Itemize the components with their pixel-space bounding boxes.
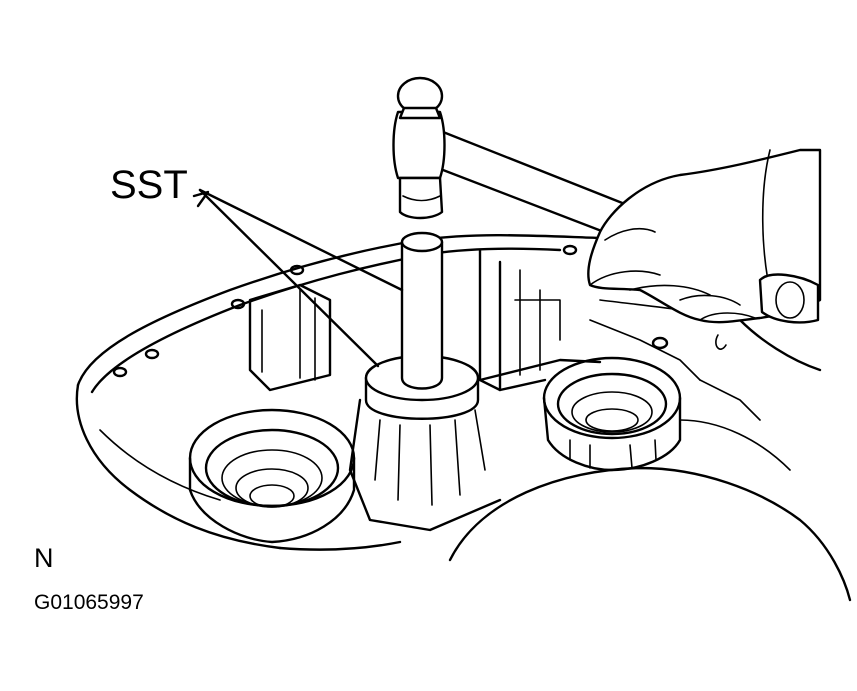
hammer-icon bbox=[392, 76, 642, 242]
case-bracket bbox=[248, 283, 332, 392]
sst-callout-label: SST bbox=[110, 163, 188, 207]
foreground-disk bbox=[448, 466, 852, 602]
figure-code: G01065997 bbox=[34, 591, 144, 614]
left-bearing-bore bbox=[188, 408, 356, 544]
right-bearing-bore bbox=[542, 356, 682, 472]
case-inner-rib bbox=[99, 429, 221, 501]
case-left-wall bbox=[75, 383, 282, 550]
hand-icon bbox=[587, 148, 822, 350]
case-outer-edge bbox=[76, 234, 602, 387]
case-right-wall bbox=[738, 318, 822, 372]
transaxle-case-icon bbox=[75, 234, 852, 602]
case-front-lip bbox=[278, 540, 402, 551]
callout-leaders bbox=[192, 188, 404, 368]
bolt-holes bbox=[112, 244, 669, 378]
special-service-tool-icon bbox=[364, 231, 480, 420]
case-flange-edge bbox=[90, 247, 562, 394]
view-marker: N bbox=[34, 543, 54, 573]
